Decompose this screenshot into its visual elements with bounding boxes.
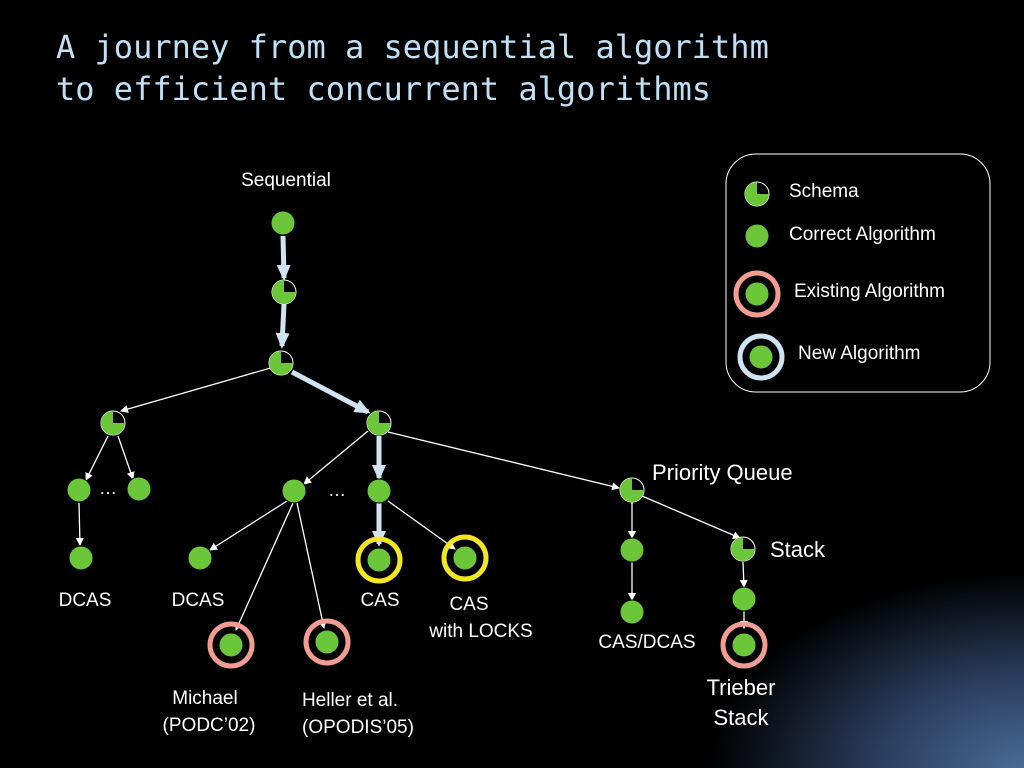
title-line-2: to efficient concurrent algorithms <box>56 70 712 108</box>
correct-algorithm-node <box>619 537 645 563</box>
legend-existing-label: Existing Algorithm <box>794 281 945 302</box>
highlight-ring <box>355 536 403 584</box>
title-line-1: A journey from a sequential algorithm <box>56 28 769 66</box>
existing-algorithm-ring <box>207 621 255 669</box>
edge <box>641 495 741 539</box>
edge <box>235 502 294 631</box>
existing-algorithm-ring <box>303 618 351 666</box>
label-ellipsis-mid: … <box>328 480 346 500</box>
schema-node <box>271 279 297 305</box>
schema-node <box>100 410 126 436</box>
slide-title: A journey from a sequential algorithm to… <box>56 26 769 110</box>
legend-new-label: New Algorithm <box>798 343 921 364</box>
schema-node <box>619 477 645 503</box>
tree-edges <box>75 366 748 631</box>
label-cas-locks-2: with LOCKS <box>428 621 532 642</box>
edge <box>303 430 369 485</box>
label-dcas-left: DCAS <box>59 590 112 611</box>
legend-schema-icon <box>744 181 770 207</box>
label-cas-locks-1: CAS <box>449 594 488 615</box>
label-michael-1: Michael <box>172 688 237 709</box>
existing-algorithm-ring <box>720 621 768 669</box>
correct-algorithm-node <box>66 477 92 503</box>
main-arrow <box>276 235 291 281</box>
algorithm-rings <box>207 534 768 669</box>
edge <box>117 435 135 480</box>
main-arrow <box>275 303 290 349</box>
main-arrow <box>290 369 371 415</box>
legend-new-ring-icon <box>737 333 785 381</box>
label-dcas-mid: DCAS <box>172 590 225 611</box>
correct-algorithm-node <box>68 545 94 571</box>
correct-algorithm-node <box>187 545 213 571</box>
legend-correct-label: Correct Algorithm <box>789 224 936 245</box>
schema-node <box>730 536 756 562</box>
edge <box>120 366 275 413</box>
legend-new-node-icon <box>748 344 774 370</box>
edge <box>387 431 620 491</box>
edge <box>296 502 327 629</box>
correct-algorithm-node <box>366 547 392 573</box>
legend-existing-ring-icon <box>733 270 781 318</box>
label-heller-1: Heller et al. <box>302 690 398 711</box>
legend-correct-icon <box>744 223 770 249</box>
diagram-labels: Sequential … … DCAS DCAS CAS CAS with LO… <box>59 170 826 738</box>
label-ellipsis-left: … <box>99 478 117 498</box>
correct-algorithm-node <box>366 478 392 504</box>
schema-node <box>366 410 392 436</box>
correct-algorithm-node <box>731 632 757 658</box>
correct-algorithm-node <box>281 478 307 504</box>
correct-algorithm-node <box>731 586 757 612</box>
edge <box>209 500 288 551</box>
label-cas: CAS <box>360 590 399 611</box>
correct-algorithm-node <box>619 599 645 625</box>
highlight-ring <box>441 534 489 582</box>
legend: Schema Correct Algorithm Existing Algori… <box>725 153 991 393</box>
edge <box>75 502 84 546</box>
label-heller-2: (OPODIS’05) <box>302 717 414 738</box>
correct-algorithm-node <box>218 632 244 658</box>
tree-nodes <box>66 210 757 658</box>
edge <box>739 561 748 588</box>
label-sequential: Sequential <box>241 170 331 191</box>
edge <box>387 500 456 550</box>
label-cas-dcas: CAS/DCAS <box>598 632 695 653</box>
correct-algorithm-node <box>126 476 152 502</box>
legend-existing-node-icon <box>744 281 770 307</box>
main-path-arrows <box>275 235 386 547</box>
label-priority-queue: Priority Queue <box>652 460 793 485</box>
label-michael-2: (PODC’02) <box>163 715 256 736</box>
correct-algorithm-node <box>270 210 296 236</box>
edge <box>85 435 109 481</box>
label-trieber-1: Trieber <box>707 675 776 700</box>
correct-algorithm-node <box>452 545 478 571</box>
label-stack: Stack <box>770 537 826 562</box>
legend-box <box>725 153 991 393</box>
correct-algorithm-node <box>314 629 340 655</box>
schema-node <box>268 350 294 376</box>
legend-schema-label: Schema <box>789 181 859 202</box>
label-trieber-2: Stack <box>713 705 769 730</box>
